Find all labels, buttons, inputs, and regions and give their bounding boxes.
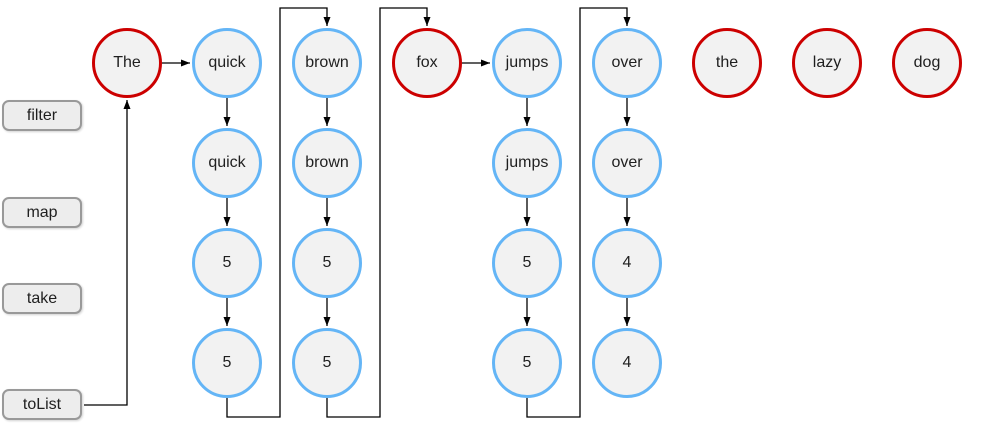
taken-node-1: 5 [192, 328, 262, 398]
node-label: 5 [222, 254, 232, 271]
op-take-label: take [26, 289, 58, 307]
source-node-brown: brown [292, 28, 362, 98]
op-map-label: map [26, 203, 58, 221]
node-label: brown [305, 154, 349, 171]
source-node-the: the [692, 28, 762, 98]
op-filter-label: filter [26, 106, 58, 124]
source-node-fox: fox [392, 28, 462, 98]
edge-loop-to-fox [326, 7, 431, 418]
source-node-jumps: jumps [492, 28, 562, 98]
node-label: jumps [505, 154, 549, 171]
source-node-the-capital: The [92, 28, 162, 98]
filtered-node-jumps: jumps [492, 128, 562, 198]
source-node-over: over [592, 28, 662, 98]
filtered-node-brown: brown [292, 128, 362, 198]
node-label: 5 [322, 354, 332, 371]
node-label: quick [208, 54, 246, 71]
node-label: fox [416, 54, 438, 71]
node-label: 4 [622, 354, 632, 371]
mapped-node-2: 5 [292, 228, 362, 298]
filtered-node-quick: quick [192, 128, 262, 198]
op-tolist: toList [2, 389, 82, 420]
node-label: 5 [522, 354, 532, 371]
node-label: dog [913, 54, 941, 71]
node-label: over [611, 154, 643, 171]
op-tolist-label: toList [22, 395, 62, 413]
source-node-dog: dog [892, 28, 962, 98]
op-take: take [2, 283, 82, 314]
op-map: map [2, 197, 82, 228]
node-label: the [715, 54, 739, 71]
node-label: 5 [322, 254, 332, 271]
edge-loop-to-brown [226, 7, 331, 418]
node-label: 4 [622, 254, 632, 271]
op-filter: filter [2, 100, 82, 131]
mapped-node-4: 4 [592, 228, 662, 298]
node-label: jumps [505, 54, 549, 71]
filtered-node-over: over [592, 128, 662, 198]
taken-node-4: 4 [592, 328, 662, 398]
node-label: over [611, 54, 643, 71]
source-node-quick: quick [192, 28, 262, 98]
node-label: brown [305, 54, 349, 71]
node-label: lazy [812, 54, 842, 71]
taken-node-2: 5 [292, 328, 362, 398]
source-node-lazy: lazy [792, 28, 862, 98]
node-label: quick [208, 154, 246, 171]
edge-tolist-to-the [84, 100, 131, 406]
mapped-node-3: 5 [492, 228, 562, 298]
node-label: The [113, 54, 141, 71]
mapped-node-1: 5 [192, 228, 262, 298]
edge-loop-to-over [526, 7, 631, 418]
node-label: 5 [222, 354, 232, 371]
node-label: 5 [522, 254, 532, 271]
taken-node-3: 5 [492, 328, 562, 398]
